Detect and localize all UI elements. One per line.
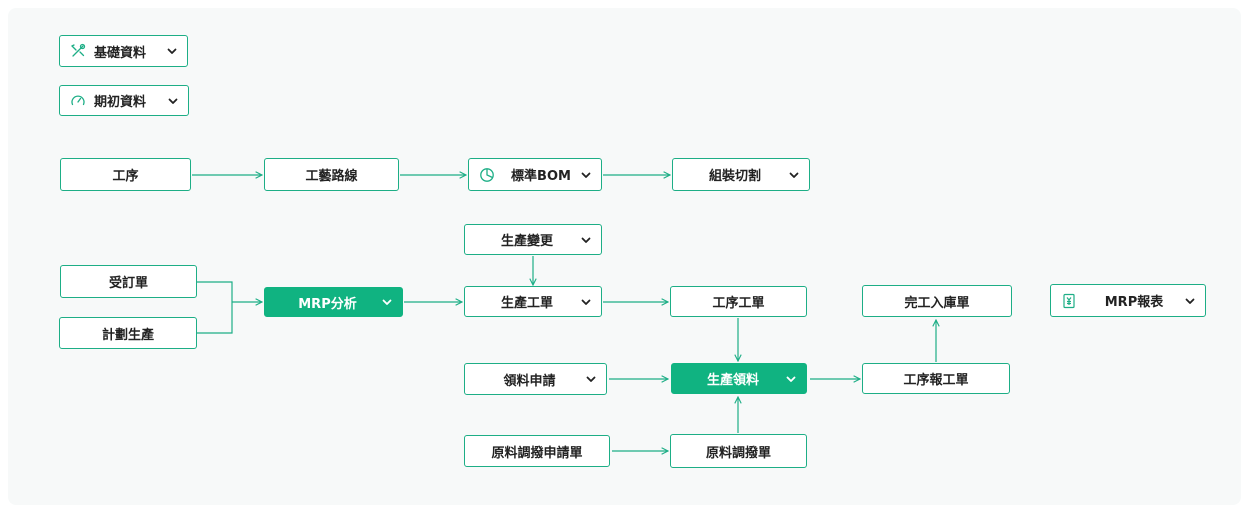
process-work-order-node[interactable]: 工序工單 — [670, 286, 807, 317]
report-icon — [1063, 293, 1075, 308]
chevron-down-icon — [786, 376, 796, 382]
completion-receipt-node[interactable]: 完工入庫單 — [862, 285, 1012, 317]
opening-data-menu[interactable]: 期初資料 — [59, 85, 189, 116]
transfer-request-node[interactable]: 原料調撥申請單 — [464, 435, 610, 467]
flow-canvas — [8, 8, 1241, 505]
assembly-cutting-node[interactable]: 組裝切割 — [672, 158, 810, 191]
chevron-down-icon — [789, 172, 799, 178]
gauge-icon — [71, 94, 85, 105]
routing-node[interactable]: 工藝路線 — [264, 158, 399, 191]
chevron-down-icon — [167, 48, 177, 54]
mrp-analysis-node[interactable]: MRP分析 — [264, 287, 403, 317]
basic-data-menu[interactable]: 基礎資料 — [59, 35, 188, 67]
material-request-node[interactable]: 領料申請 — [464, 363, 607, 395]
chevron-down-icon — [586, 376, 596, 382]
chevron-down-icon — [581, 299, 591, 305]
transfer-order-node[interactable]: 原料調撥單 — [670, 434, 807, 468]
production-plan-node[interactable]: 計劃生產 — [59, 317, 197, 349]
material-issue-node[interactable]: 生產領料 — [671, 363, 807, 394]
process-node[interactable]: 工序 — [60, 158, 191, 191]
chevron-down-icon — [581, 237, 591, 243]
mrp-report-node[interactable]: MRP報表 — [1050, 284, 1206, 317]
production-change-node[interactable]: 生產變更 — [464, 224, 602, 255]
opening-data-label: 期初資料 — [94, 95, 147, 110]
chevron-down-icon — [1185, 298, 1195, 304]
work-order-node[interactable]: 生產工單 — [464, 286, 602, 317]
chevron-down-icon — [581, 172, 591, 178]
chevron-down-icon — [382, 299, 392, 305]
standard-bom-node[interactable]: 標準BOM — [468, 158, 602, 191]
process-report-node[interactable]: 工序報工單 — [862, 363, 1010, 394]
basic-data-label: 基礎資料 — [94, 45, 147, 61]
sales-order-node[interactable]: 受訂單 — [60, 265, 197, 298]
pie-chart-icon — [480, 167, 494, 182]
chevron-down-icon — [168, 98, 178, 104]
tools-icon — [71, 43, 86, 57]
